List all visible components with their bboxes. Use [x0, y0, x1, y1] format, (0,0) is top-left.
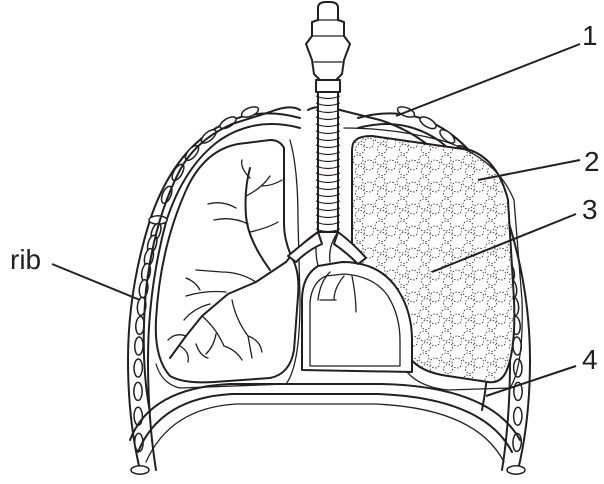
rib-leader [52, 264, 140, 300]
label-2: 2 [584, 148, 600, 176]
label-1-leader [396, 44, 580, 116]
rib-bone [418, 115, 438, 131]
label-1: 1 [582, 22, 598, 50]
diaphragm [130, 384, 520, 462]
label-3: 3 [582, 196, 598, 224]
rib-bone [131, 466, 149, 474]
rib-bone [134, 359, 143, 377]
rib-bone [507, 466, 525, 474]
rib-bone [134, 337, 143, 355]
rib-bone [513, 407, 522, 425]
label-4: 4 [582, 346, 598, 374]
rib-label: rib [10, 246, 41, 274]
trachea [306, 2, 350, 232]
rib-bone [134, 382, 142, 400]
